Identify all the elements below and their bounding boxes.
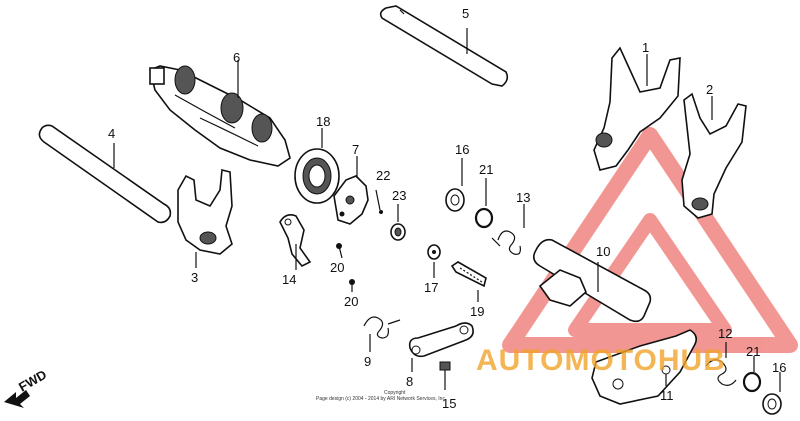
- part-collar-23: [390, 204, 406, 241]
- label-part-2: 2: [706, 82, 713, 97]
- part-pin-22: [375, 189, 383, 214]
- label-part-16-right: 16: [772, 360, 786, 375]
- label-part-21-center: 21: [479, 162, 493, 177]
- label-part-9: 9: [364, 354, 371, 369]
- part-stopper-arm-14: [279, 214, 312, 270]
- part-fork-2: [681, 92, 747, 219]
- part-arm-8: [408, 322, 474, 372]
- label-part-16-center: 16: [455, 142, 469, 157]
- label-part-11: 11: [660, 388, 674, 403]
- part-fork-1: [593, 46, 681, 171]
- label-part-17: 17: [424, 280, 438, 295]
- label-part-20-lower: 20: [344, 294, 358, 309]
- part-plate-11: [591, 329, 698, 405]
- part-shift-drum-6: [149, 60, 291, 167]
- label-part-13: 13: [516, 190, 530, 205]
- label-part-3: 3: [191, 270, 198, 285]
- label-part-15: 15: [442, 396, 456, 411]
- part-bolt-19: [450, 261, 487, 302]
- part-spring-12: [705, 342, 737, 386]
- label-part-19: 19: [470, 304, 484, 319]
- part-clip-21-center: [474, 178, 494, 229]
- part-washer-16-center: [445, 158, 465, 212]
- label-part-18: 18: [316, 114, 330, 129]
- label-part-6: 6: [233, 50, 240, 65]
- forward-arrow-icon: FWD: [4, 367, 49, 408]
- direction-label: FWD: [16, 367, 49, 395]
- label-part-22: 22: [376, 168, 390, 183]
- part-spring-9: [363, 316, 401, 352]
- label-part-4: 4: [108, 126, 115, 141]
- part-fork-3: [177, 168, 233, 268]
- part-bearing-18: [294, 128, 340, 204]
- copyright-line-1: Copyright: [384, 390, 406, 396]
- part-washer-17: [427, 244, 441, 278]
- label-part-1: 1: [642, 40, 649, 55]
- part-shaft-5: [379, 5, 509, 87]
- copyright-line-2: Page design (c) 2004 - 2014 by ARI Netwo…: [316, 396, 446, 402]
- label-part-20-upper: 20: [330, 260, 344, 275]
- part-spring-13: [491, 204, 525, 255]
- part-shaft-4: [38, 124, 172, 224]
- label-part-23: 23: [392, 188, 406, 203]
- label-part-21-right: 21: [746, 344, 760, 359]
- part-bolt-15: [439, 361, 451, 390]
- label-part-14: 14: [282, 272, 296, 287]
- label-part-7: 7: [352, 142, 359, 157]
- part-star-plate-7: [333, 156, 369, 225]
- part-washer-16-right: [762, 372, 782, 415]
- label-part-12: 12: [718, 326, 732, 341]
- label-part-8: 8: [406, 374, 413, 389]
- watermark-brand: AUTOMOTOHUB: [476, 344, 726, 377]
- part-screws-20: [336, 243, 355, 292]
- label-part-5: 5: [462, 6, 469, 21]
- part-clip-21-right: [742, 356, 762, 393]
- label-part-10: 10: [596, 244, 610, 259]
- part-shift-spindle-10: [532, 238, 652, 323]
